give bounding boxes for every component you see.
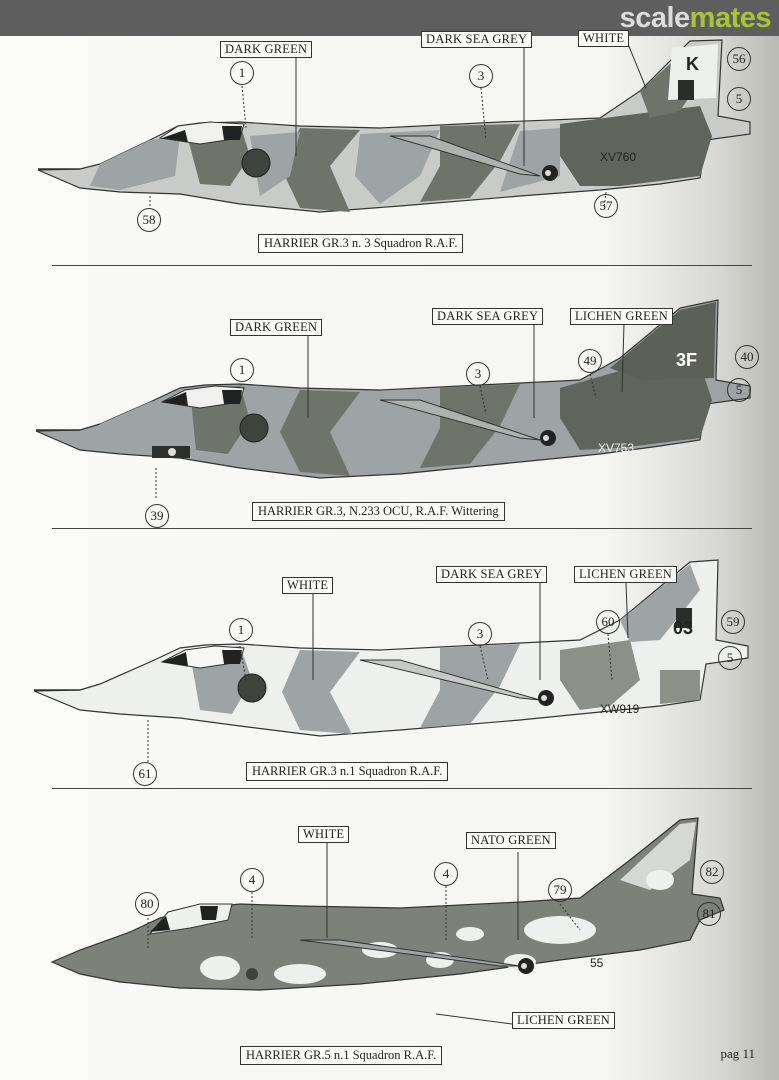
- callout-number: 49: [578, 349, 602, 373]
- callout-number: 79: [548, 878, 572, 902]
- top-bar: scalemates: [0, 0, 779, 36]
- callout-number: 3: [468, 622, 492, 646]
- harrier-profile-2: [35, 299, 751, 500]
- color-label-dark-sea-grey: DARK SEA GREY: [436, 566, 548, 583]
- aircraft-section-4: WHITE NATO GREEN LICHEN GREEN 80 4 4 79 …: [0, 790, 779, 1080]
- logo-part-mates: mates: [689, 2, 772, 34]
- color-label-dark-green: DARK GREEN: [220, 41, 313, 58]
- callout-number: 61: [133, 762, 157, 786]
- aircraft-caption: HARRIER GR.3 n.1 Squadron R.A.F.: [246, 762, 449, 781]
- callout-number: 4: [434, 862, 458, 886]
- logo-part-scale: scale: [619, 2, 691, 34]
- serial-marking: XV753: [598, 441, 635, 455]
- harrier-profile-1: [37, 39, 751, 213]
- callout-number: 80: [135, 892, 159, 916]
- divider: [52, 528, 752, 529]
- callout-number: 5: [718, 646, 742, 670]
- color-label-dark-green: DARK GREEN: [230, 319, 323, 336]
- harrier-profile-3: [33, 559, 749, 762]
- code-marking: K: [686, 54, 699, 74]
- callout-number: 1: [229, 618, 253, 642]
- color-label-lichen-green: LICHEN GREEN: [574, 566, 678, 583]
- aircraft-caption: HARRIER GR.3, N.233 OCU, R.A.F. Witterin…: [252, 502, 505, 521]
- divider: [52, 265, 752, 266]
- callout-number: 56: [727, 47, 751, 71]
- color-label-dark-sea-grey: DARK SEA GREY: [432, 308, 544, 325]
- callout-number: 5: [727, 87, 751, 111]
- color-label-white: WHITE: [578, 30, 630, 47]
- callout-number: 39: [145, 504, 169, 528]
- callout-number: 3: [469, 64, 493, 88]
- callout-number: 1: [230, 358, 254, 382]
- color-label-nato-green: NATO GREEN: [466, 832, 556, 849]
- code-marking: 03: [673, 618, 694, 638]
- serial-marking: 55: [590, 956, 604, 970]
- color-label-white: WHITE: [298, 826, 350, 843]
- instruction-page: DARK GREEN DARK SEA GREY WHITE 1 3 56 5 …: [0, 30, 779, 1080]
- serial-marking: XV760: [600, 150, 637, 164]
- serial-marking: XW919: [600, 702, 640, 716]
- aircraft-section-3: WHITE DARK SEA GREY LICHEN GREEN 1 3 60 …: [0, 530, 779, 788]
- callout-number: 40: [735, 345, 759, 369]
- callout-number: 82: [700, 860, 724, 884]
- callout-number: 58: [137, 208, 161, 232]
- callout-number: 1: [230, 61, 254, 85]
- callout-number: 60: [596, 610, 620, 634]
- color-label-dark-sea-grey: DARK SEA GREY: [421, 31, 533, 48]
- aircraft-caption: HARRIER GR.3 n. 3 Squadron R.A.F.: [258, 234, 464, 253]
- callout-number: 57: [594, 194, 618, 218]
- divider: [52, 788, 752, 789]
- harrier-profile-4: [50, 817, 725, 1025]
- aircraft-section-1: DARK GREEN DARK SEA GREY WHITE 1 3 56 5 …: [0, 30, 779, 264]
- callout-number: 59: [721, 610, 745, 634]
- callout-number: 3: [466, 362, 490, 386]
- code-marking: 3F: [676, 350, 698, 370]
- page-number: pag 11: [720, 1046, 755, 1061]
- aircraft-section-2: DARK GREEN DARK SEA GREY LICHEN GREEN 1 …: [0, 268, 779, 530]
- color-label-white: WHITE: [282, 577, 334, 594]
- scalemates-logo[interactable]: scalemates: [619, 2, 772, 35]
- aircraft-caption: HARRIER GR.5 n.1 Squadron R.A.F.: [240, 1046, 443, 1065]
- callout-number: 81: [697, 902, 721, 926]
- callout-number: 4: [240, 868, 264, 892]
- color-label-lichen-green: LICHEN GREEN: [512, 1012, 616, 1029]
- color-label-lichen-green: LICHEN GREEN: [570, 308, 674, 325]
- callout-number: 5: [727, 378, 751, 402]
